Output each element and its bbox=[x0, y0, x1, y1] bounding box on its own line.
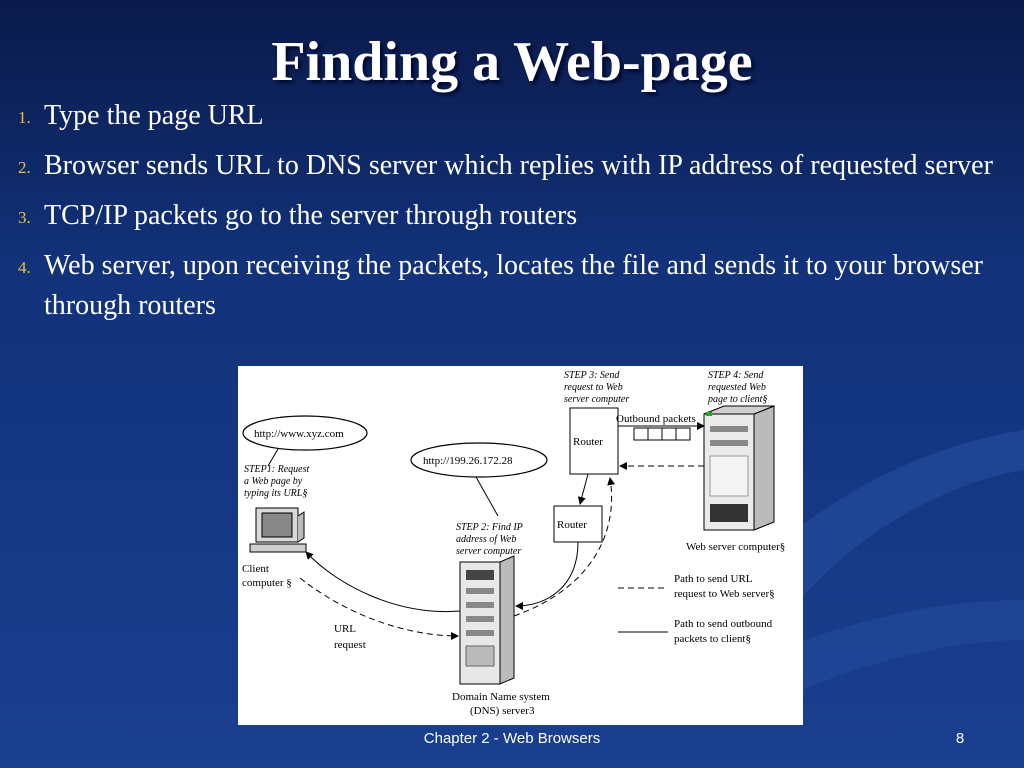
step-text: Browser sends URL to DNS server which re… bbox=[44, 150, 993, 181]
svg-text:typing its URL§: typing its URL§ bbox=[244, 488, 307, 499]
steps-list: 1. Type the page URL 2. Browser sends URL … bbox=[14, 96, 1004, 336]
svg-text:STEP 4: Send: STEP 4: Send bbox=[708, 370, 764, 381]
legend: Path to send URL request to Web server§ … bbox=[618, 573, 775, 645]
step-text: Web server, upon receiving the packets, … bbox=[44, 250, 983, 321]
url-bubble: http://www.xyz.com bbox=[242, 415, 368, 467]
legend-dashed-text-1: Path to send URL bbox=[674, 573, 753, 585]
page-number: 8 bbox=[955, 730, 965, 747]
dns-server-icon bbox=[459, 555, 515, 685]
step-item: 2. Browser sends URL to DNS server which … bbox=[14, 146, 1004, 186]
client-computer-icon bbox=[249, 507, 307, 553]
svg-text:server computer: server computer bbox=[456, 546, 521, 557]
step-text: TCP/IP packets go to the server through … bbox=[44, 200, 578, 231]
dns-label-1: Domain Name system bbox=[452, 691, 550, 703]
svg-text:request to Web: request to Web bbox=[564, 382, 623, 393]
web-server-icon bbox=[703, 405, 775, 531]
svg-text:STEP 2: Find IP: STEP 2: Find IP bbox=[456, 522, 523, 533]
dns-label-2: (DNS) server3 bbox=[470, 705, 535, 717]
step-number: 3. bbox=[18, 208, 31, 227]
slide-title: Finding a Web-page bbox=[271, 31, 753, 93]
ip-bubble: http://199.26.172.28 bbox=[410, 442, 548, 517]
url-request-label-1: URL bbox=[334, 623, 356, 635]
router-middle: Router bbox=[553, 505, 603, 543]
step-item: 3. TCP/IP packets go to the server throug… bbox=[14, 196, 1004, 236]
step-number: 4. bbox=[18, 258, 31, 277]
diagram-svg: http://www.xyz.com http://199.26.172.28 … bbox=[242, 370, 785, 717]
svg-text:server computer: server computer bbox=[564, 394, 629, 405]
svg-text:STEP 3: Send: STEP 3: Send bbox=[564, 370, 620, 381]
client-label-2: computer § bbox=[242, 577, 292, 589]
step-item: 1. Type the page URL bbox=[14, 96, 1004, 136]
router-top: Router bbox=[569, 407, 619, 475]
step-number: 1. bbox=[18, 108, 31, 127]
step1-label: STEP1: Request a Web page by typing its … bbox=[244, 464, 309, 499]
step3-label: STEP 3: Send request to Web server compu… bbox=[564, 370, 629, 405]
svg-text:address of Web: address of Web bbox=[456, 534, 516, 545]
step2-label: STEP 2: Find IP address of Web server co… bbox=[456, 522, 523, 557]
svg-text:requested Web: requested Web bbox=[708, 382, 766, 393]
svg-text:Router: Router bbox=[573, 436, 603, 448]
outbound-packets-label: Outbound packets bbox=[616, 413, 696, 425]
packet-boxes bbox=[633, 427, 691, 441]
svg-text:a Web page by: a Web page by bbox=[244, 476, 303, 487]
svg-text:Router: Router bbox=[557, 519, 587, 531]
url-bubble-text: http://www.xyz.com bbox=[254, 428, 344, 440]
svg-text:page to client§: page to client§ bbox=[707, 394, 767, 405]
client-label-1: Client bbox=[242, 563, 269, 575]
web-request-diagram: http://www.xyz.com http://199.26.172.28 … bbox=[238, 366, 803, 725]
slide-footer: Chapter 2 - Web Browsers bbox=[423, 730, 601, 747]
legend-dashed-text-2: request to Web server§ bbox=[674, 588, 775, 600]
ip-bubble-text: http://199.26.172.28 bbox=[423, 455, 513, 467]
web-server-label: Web server computer§ bbox=[686, 541, 785, 553]
step-item: 4. Web server, upon receiving the packets… bbox=[14, 246, 1004, 326]
legend-solid-text-2: packets to client§ bbox=[674, 633, 751, 645]
step-text: Type the page URL bbox=[44, 100, 264, 131]
step-number: 2. bbox=[18, 158, 31, 177]
connection-paths bbox=[299, 422, 705, 640]
legend-solid-text-1: Path to send outbound bbox=[674, 618, 773, 630]
step4-label: STEP 4: Send requested Web page to clien… bbox=[707, 370, 767, 405]
svg-text:STEP1: Request: STEP1: Request bbox=[244, 464, 309, 475]
url-request-label-2: request bbox=[334, 639, 366, 651]
